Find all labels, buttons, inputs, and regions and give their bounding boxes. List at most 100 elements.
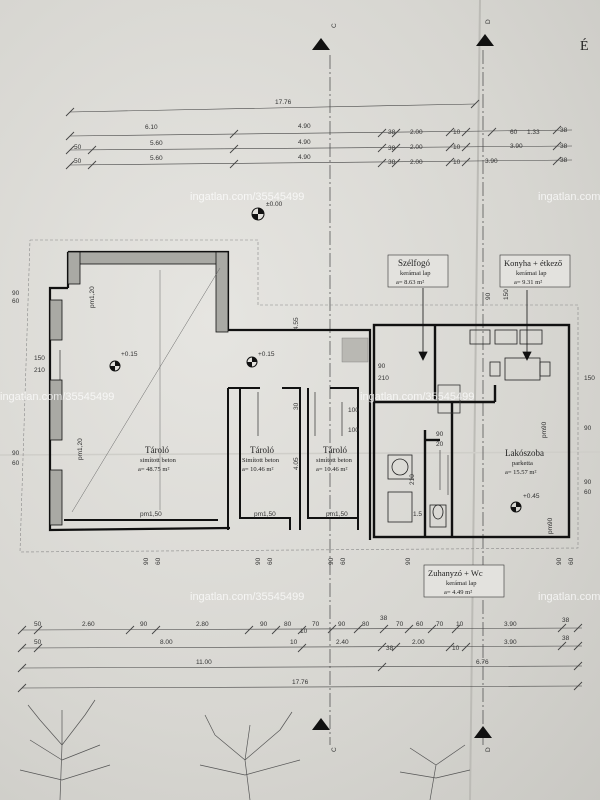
room-area: a= 9.31 m² <box>514 279 542 286</box>
svg-text:90: 90 <box>556 557 563 565</box>
dim: 3.90 <box>504 621 517 628</box>
dim: 2.80 <box>196 621 209 628</box>
dim-height: 90 <box>584 479 592 486</box>
room-name: Lakószoba <box>505 448 544 458</box>
room-name: Zuhanyzó + Wc <box>428 568 483 578</box>
dim: 6.76 <box>476 659 489 666</box>
level-label: +0.15 <box>258 351 275 358</box>
level-marker <box>251 207 265 221</box>
level-marker <box>109 356 522 513</box>
dim: 3.90 <box>504 639 517 646</box>
kitchen-fixtures <box>469 329 551 381</box>
opening-label: pm90 <box>541 421 548 438</box>
dim: 5.60 <box>150 140 163 147</box>
dim: 70 <box>396 621 404 628</box>
bottom-dimension-lines <box>17 623 583 693</box>
opening-label: pm1,20 <box>89 286 96 308</box>
room-shower-wc: Zuhanyzó + Wc kerámai lap a= 4.49 m² <box>423 564 505 598</box>
room-kitchen-dining: Konyha + étkező kerámai lap a= 9.31 m² <box>499 254 571 288</box>
opening-label: pm1,20 <box>77 438 84 460</box>
section-arrow <box>474 726 492 738</box>
dim: 10 <box>453 159 461 166</box>
dim: 60 <box>510 129 518 136</box>
dim: 60 <box>416 621 424 628</box>
room-floor: simított beton <box>316 457 353 464</box>
watermark: ingatlan.com/35545499 <box>360 391 474 403</box>
dim: 2.60 <box>82 621 95 628</box>
bathroom-fixtures <box>387 454 447 528</box>
dim: 50 <box>34 639 42 646</box>
dim: 4.90 <box>298 139 311 146</box>
dim-height: 210 <box>378 375 389 382</box>
section-mark: D <box>485 747 492 752</box>
room-floor: Simított beton <box>242 457 280 464</box>
room-area: a= 48.75 m² <box>138 466 169 473</box>
dim: 38 <box>560 143 568 150</box>
room-floor: simított beton <box>140 457 177 464</box>
section-mark: C <box>331 747 338 752</box>
dim: 5.60 <box>150 155 163 162</box>
dim: 90 <box>260 621 268 628</box>
watermark: ingatlan.com/35545499 <box>190 591 304 603</box>
dim: 6.10 <box>145 124 158 131</box>
dim: 50 <box>74 158 82 165</box>
dim-height: 60 <box>584 489 592 496</box>
room-living: Lakószoba parketta a= 15.57 m² <box>505 448 544 476</box>
eaves-outline <box>19 239 579 553</box>
dim: 50 <box>74 144 82 151</box>
dim-height: 90 <box>485 292 492 300</box>
dim: 2.00 <box>412 639 425 646</box>
room-name: Konyha + étkező <box>504 258 562 268</box>
svg-text:90: 90 <box>405 557 412 565</box>
svg-text:90: 90 <box>143 557 150 565</box>
dim: 80 <box>284 621 292 628</box>
dim: 38 <box>560 157 568 164</box>
dim-height: 4.05 <box>293 457 300 470</box>
room-name: Tároló <box>250 445 274 455</box>
dim: 38 <box>562 617 570 624</box>
wall-hatch <box>49 251 229 526</box>
room-floor: parketta <box>512 460 533 467</box>
dim-height: 100 <box>348 427 359 434</box>
svg-text:60: 60 <box>340 557 347 565</box>
room-name: Tároló <box>323 445 347 455</box>
dim: 80 <box>362 621 370 628</box>
dim-height: 90 <box>584 425 592 432</box>
dim-height: 60 <box>12 298 20 305</box>
section-arrow <box>312 38 330 50</box>
svg-text:90: 90 <box>328 557 335 565</box>
dim: 2.00 <box>410 129 423 136</box>
dim-height: 30 <box>293 402 300 410</box>
opening-label: pm1,50 <box>140 511 162 518</box>
stair-element <box>437 384 461 414</box>
dim-height: 90 <box>378 363 386 370</box>
watermark: ingatlan.com/35545499 <box>190 191 304 203</box>
storage-partition-walls <box>64 387 359 530</box>
dim: 38 <box>388 145 396 152</box>
section-mark: D <box>485 19 492 24</box>
room-storage-right: Tároló simított beton a= 10.46 m² <box>316 445 353 473</box>
room-vestibule: Szélfogó kerámai lap a= 8.63 m² <box>387 254 449 288</box>
dim-height: 210 <box>34 367 45 374</box>
room-storage-middle: Tároló Simított beton a= 10.46 m² <box>242 445 280 473</box>
dim: 70 <box>312 621 320 628</box>
svg-text:210: 210 <box>409 474 416 485</box>
room-storage-large: Tároló simított beton a= 48.75 m² <box>138 445 177 473</box>
level-label: +0.15 <box>121 351 138 358</box>
dim: 3.90 <box>485 158 498 165</box>
opening-label: pm1,50 <box>326 511 348 518</box>
svg-text:90: 90 <box>255 557 262 565</box>
dim-height: 150 <box>34 355 45 362</box>
watermark: ingatlan.com/35545499 <box>538 591 600 603</box>
watermark: ingatlan.com/35545499 <box>0 391 114 403</box>
dim: 38 <box>388 129 396 136</box>
dim: 10 <box>452 645 460 652</box>
room-area: a= 10.46 m² <box>316 466 347 473</box>
opening-label: pm1,50 <box>254 511 276 518</box>
tree-sketch <box>19 699 471 800</box>
slab-lines <box>71 267 221 513</box>
dim: 50 <box>34 621 42 628</box>
dim-height: 100 <box>348 407 359 414</box>
dim-height: 4.55 <box>293 317 300 330</box>
